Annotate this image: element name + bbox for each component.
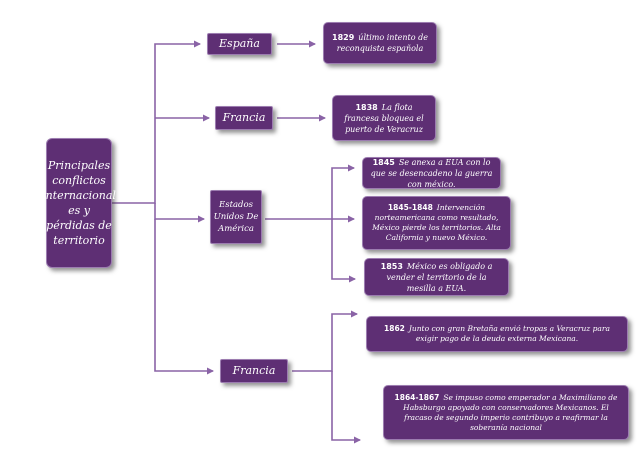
- event-1838-year: 1838: [355, 102, 378, 112]
- connector-root-usa: [154, 203, 205, 223]
- event-1829-text: último intento de reconquista española: [336, 33, 428, 53]
- event-1845-year: 1845: [372, 157, 395, 167]
- event-1862-year: 1862: [384, 324, 405, 333]
- country-france-2-label: Francia: [232, 364, 276, 377]
- event-1838-text: La flota francesa bloquea el puerto de V…: [344, 102, 424, 134]
- connector-france2-1864: [331, 371, 361, 444]
- country-usa: Estados Unidos De América: [210, 190, 262, 244]
- event-1853-year: 1853: [380, 261, 403, 271]
- country-spain-label: España: [219, 37, 260, 50]
- country-france-1: Francia: [215, 106, 273, 130]
- connector-root-france2: [154, 219, 214, 375]
- country-spain: España: [207, 33, 272, 55]
- country-france-2: Francia: [220, 359, 288, 383]
- event-1853-text: México es obligado a vender el territori…: [386, 261, 493, 293]
- event-1864-text: Se impuso como emperador a Maximiliano d…: [403, 392, 618, 432]
- connector-root-spain: [112, 40, 201, 204]
- country-usa-label: Estados Unidos De América: [213, 200, 259, 234]
- root-node: Principales conflictos internacional es …: [42, 138, 116, 268]
- event-1845-text: Se anexa a EUA con lo que se desencadeno…: [370, 157, 493, 189]
- event-1862-text: Junto con gran Bretaña envió tropas a Ve…: [408, 324, 610, 343]
- event-1829-year: 1829: [332, 33, 355, 42]
- event-1848-text: Intervención norteamericana como resulta…: [372, 203, 501, 242]
- connector-france2-bracket: [292, 310, 358, 372]
- event-1848-year: 1845-1848: [387, 203, 433, 212]
- country-france-1-label: Francia: [222, 111, 266, 124]
- event-1864-year: 1864-1867: [394, 392, 440, 402]
- connector-usa-1853: [331, 219, 356, 283]
- connector-usa-bracket: [265, 164, 355, 220]
- root-label: Principales conflictos internacional es …: [42, 159, 116, 247]
